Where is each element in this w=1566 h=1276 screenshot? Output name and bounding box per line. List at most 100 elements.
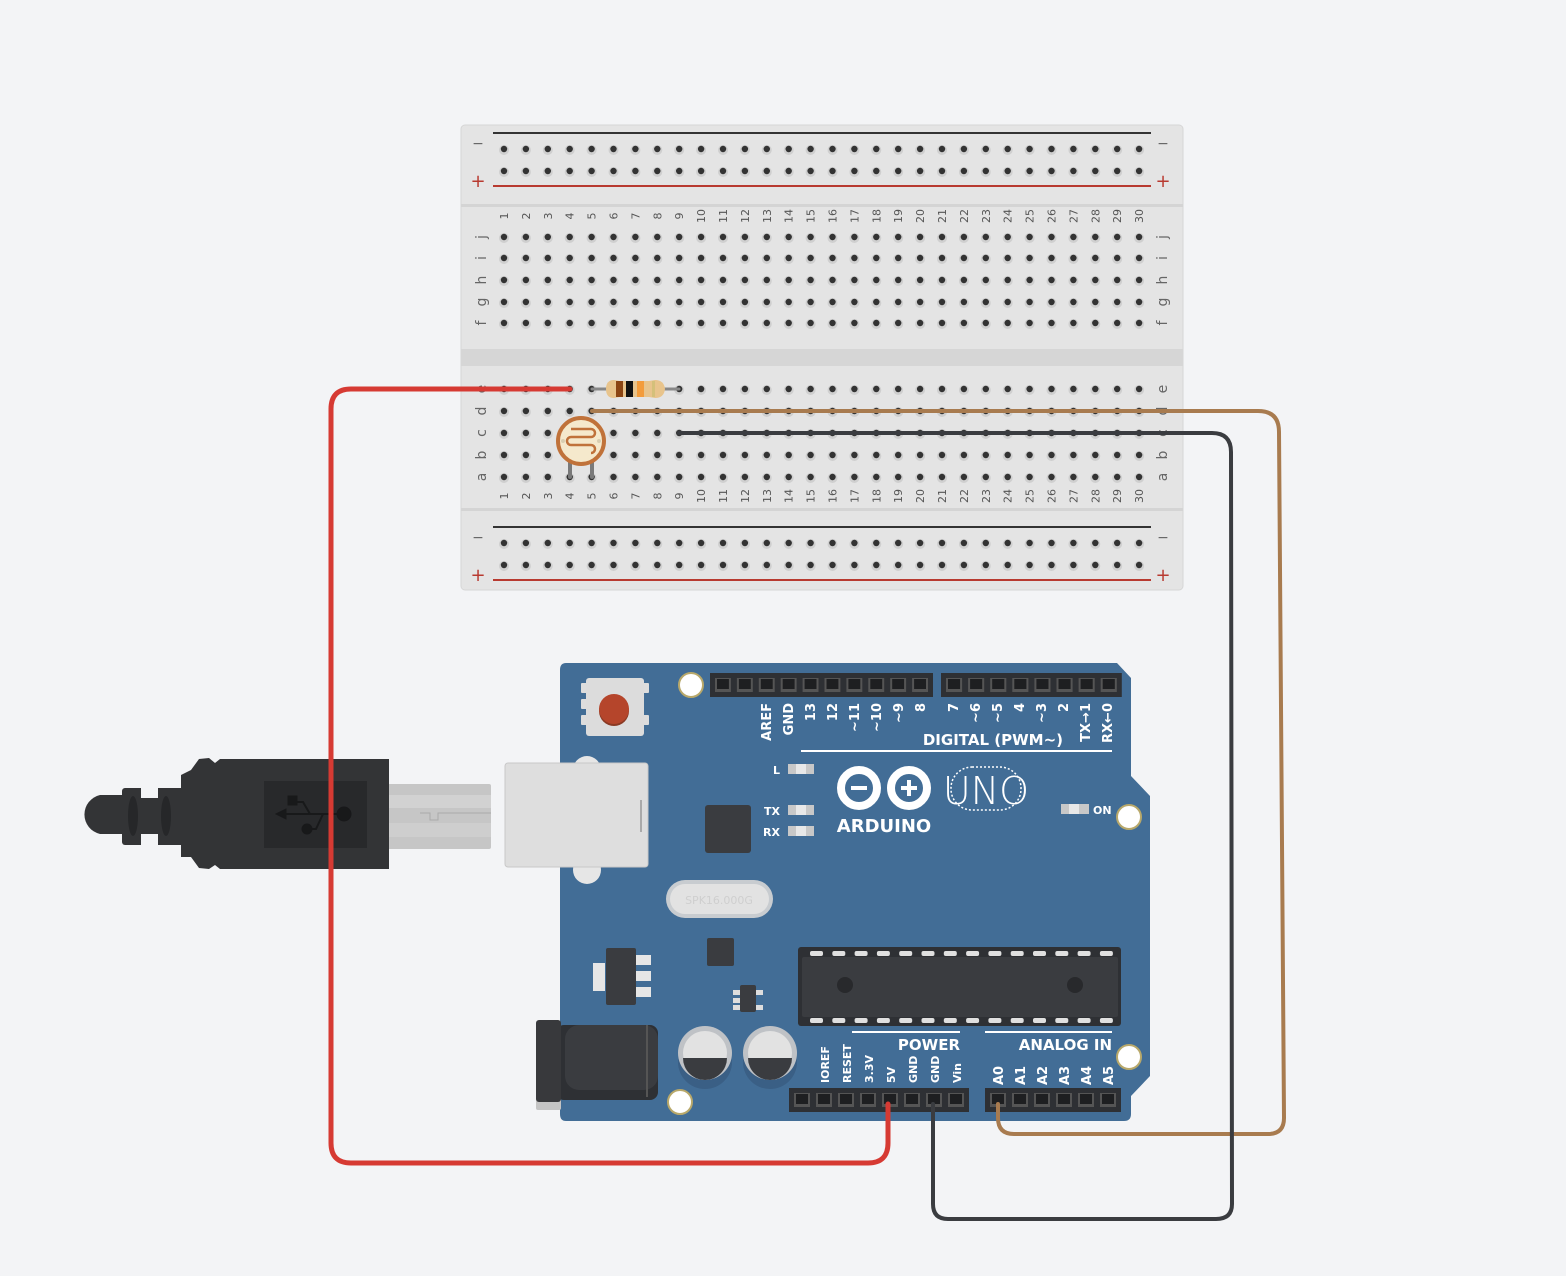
power-header-label: POWER bbox=[898, 1036, 961, 1054]
resistor-body bbox=[606, 380, 665, 398]
bottom-plus-label-left: + bbox=[470, 565, 485, 586]
top-plus-label-right: + bbox=[1155, 171, 1170, 192]
mcu-pin bbox=[1099, 951, 1113, 956]
breadboard-divider bbox=[461, 204, 1183, 207]
column-label: 10 bbox=[695, 209, 708, 223]
column-label: 20 bbox=[914, 209, 927, 223]
pin-label: ~10 bbox=[870, 703, 885, 732]
transistor bbox=[733, 985, 763, 1012]
row-label: e bbox=[1155, 385, 1171, 394]
mcu-pin bbox=[810, 951, 823, 956]
breadboard[interactable]: − − + + − − + + 112233445566778899101011… bbox=[460, 124, 1184, 591]
row-label: i bbox=[1155, 256, 1171, 260]
row-label: b bbox=[474, 450, 490, 459]
bottom-plus-label-right: + bbox=[1155, 565, 1170, 586]
usb-jack-slot bbox=[640, 800, 642, 832]
column-label: 29 bbox=[1111, 209, 1124, 223]
voltage-regulator bbox=[593, 948, 651, 1005]
column-label: 14 bbox=[783, 489, 796, 503]
usb-jack bbox=[504, 762, 649, 868]
mcu-pin bbox=[854, 1018, 868, 1023]
pin-label: 3.3V bbox=[863, 1055, 876, 1083]
mcu-pin bbox=[966, 1018, 980, 1023]
pin-label: GND bbox=[907, 1056, 920, 1083]
column-label: 2 bbox=[520, 213, 533, 220]
column-label: 16 bbox=[827, 489, 840, 503]
usb-chip bbox=[705, 805, 751, 853]
mcu-pin bbox=[966, 951, 980, 956]
pin-label: AREF bbox=[760, 703, 775, 741]
pin-label: GND bbox=[929, 1056, 942, 1083]
column-label: 24 bbox=[1002, 489, 1015, 503]
photoresistor-trace bbox=[565, 427, 597, 455]
mounting-hole bbox=[1116, 1044, 1142, 1070]
uno-badge-outline bbox=[950, 766, 1022, 811]
column-label: 30 bbox=[1133, 489, 1146, 503]
row-label: c bbox=[474, 429, 490, 437]
mcu-pin bbox=[921, 951, 935, 956]
column-label: 16 bbox=[827, 209, 840, 223]
reset-button[interactable] bbox=[581, 678, 649, 736]
mcu-pin bbox=[1010, 1018, 1024, 1023]
mcu-pin bbox=[921, 1018, 935, 1023]
crystal-oscillator-face bbox=[670, 884, 769, 914]
led-tx: TX bbox=[764, 805, 814, 818]
column-label: 22 bbox=[958, 489, 971, 503]
row-label: i bbox=[474, 256, 490, 260]
bottom-minus-label-right: − bbox=[1157, 530, 1169, 546]
pin-label: ~3 bbox=[1035, 703, 1050, 723]
column-label: 18 bbox=[870, 209, 883, 223]
mounting-hole bbox=[1116, 804, 1142, 830]
led-l: L bbox=[773, 764, 814, 777]
column-label: 28 bbox=[1089, 489, 1102, 503]
column-label: 21 bbox=[936, 489, 949, 503]
column-label: 27 bbox=[1067, 489, 1080, 503]
wire-gnd[interactable] bbox=[677, 431, 1235, 1221]
mcu-pin bbox=[1033, 951, 1046, 956]
column-label: 30 bbox=[1133, 209, 1146, 223]
top-minus-label-right: − bbox=[1157, 136, 1169, 152]
mcu-pin bbox=[1099, 1018, 1113, 1023]
usb-cable[interactable] bbox=[84, 758, 491, 869]
column-label: 6 bbox=[608, 213, 621, 220]
small-chip bbox=[707, 938, 734, 966]
row-label: h bbox=[1155, 276, 1171, 285]
column-label: 12 bbox=[739, 209, 752, 223]
resistor[interactable] bbox=[590, 380, 681, 398]
column-label: 11 bbox=[717, 489, 730, 503]
column-label: 19 bbox=[892, 209, 905, 223]
wire-a0[interactable] bbox=[590, 409, 1287, 1136]
svg-text:L: L bbox=[773, 764, 780, 777]
wires[interactable] bbox=[328, 386, 1287, 1221]
pin-label: ~5 bbox=[991, 703, 1006, 723]
wire-5v[interactable] bbox=[328, 386, 891, 1166]
column-label: 6 bbox=[608, 493, 621, 500]
svg-text:TX: TX bbox=[764, 805, 781, 818]
pin-label: A0 bbox=[992, 1066, 1007, 1085]
led-on: ON bbox=[1061, 804, 1112, 817]
arduino-uno-board[interactable]: SPK16.000G bbox=[504, 663, 1150, 1121]
usb-strain-relief bbox=[122, 788, 193, 845]
mounting-hole bbox=[667, 1089, 693, 1115]
mcu-pin bbox=[943, 951, 957, 956]
breadboard-center-channel bbox=[461, 349, 1183, 366]
mcu-pin bbox=[899, 951, 913, 956]
column-label: 7 bbox=[629, 213, 642, 220]
mcu-pin bbox=[1055, 1018, 1069, 1023]
pin-label: 8 bbox=[914, 703, 929, 712]
row-label: f bbox=[474, 319, 490, 325]
column-label: 1 bbox=[498, 493, 511, 500]
mcu-pin bbox=[988, 951, 1002, 956]
digital-header-label: DIGITAL (PWM~) bbox=[923, 731, 1063, 749]
column-label: 27 bbox=[1067, 209, 1080, 223]
column-label: 26 bbox=[1046, 489, 1059, 503]
column-label: 22 bbox=[958, 209, 971, 223]
column-label: 17 bbox=[848, 209, 861, 223]
photoresistor[interactable] bbox=[556, 416, 606, 479]
mcu-pin bbox=[1077, 1018, 1091, 1023]
mcu-pin bbox=[832, 1018, 846, 1023]
uno-model-label: UNO bbox=[943, 769, 1029, 813]
capacitor bbox=[678, 1026, 732, 1089]
pin-label: GND bbox=[782, 703, 797, 736]
